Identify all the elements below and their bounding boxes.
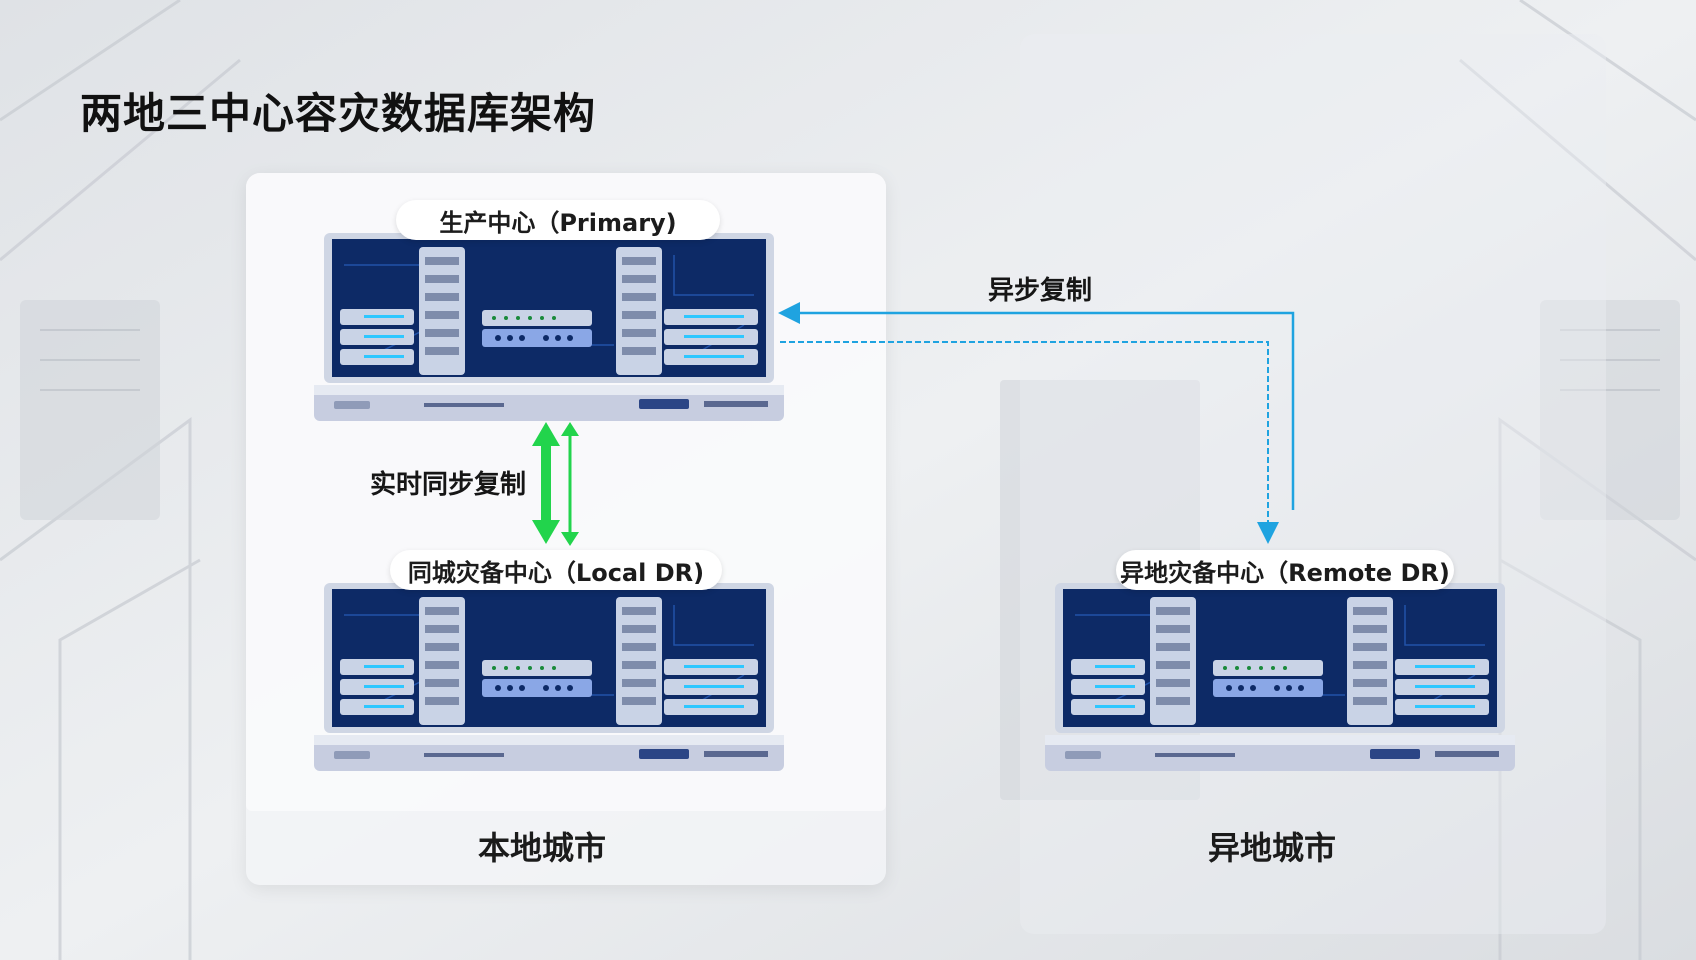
page-title: 两地三中心容灾数据库架构 [80, 89, 597, 138]
local-city-label: 本地城市 [477, 829, 606, 867]
primary-node-label: 生产中心（Primary) [396, 200, 720, 240]
server-rack-icon [1045, 583, 1515, 771]
remote-dr-node-label: 异地灾备中心（Remote DR) [1116, 550, 1454, 590]
sync-replication-label: 实时同步复制 [370, 470, 527, 500]
local-dr-server [314, 575, 784, 775]
async-replication-label: 异步复制 [988, 276, 1093, 306]
remote-city-label: 异地城市 [1207, 829, 1336, 867]
local-dr-node-label: 同城灾备中心（Local DR) [390, 550, 722, 590]
remote-city-panel [1020, 34, 1606, 934]
server-rack-icon [314, 233, 784, 421]
primary-server [314, 225, 784, 425]
server-rack-icon [314, 583, 784, 771]
remote-dr-server [1045, 575, 1515, 775]
